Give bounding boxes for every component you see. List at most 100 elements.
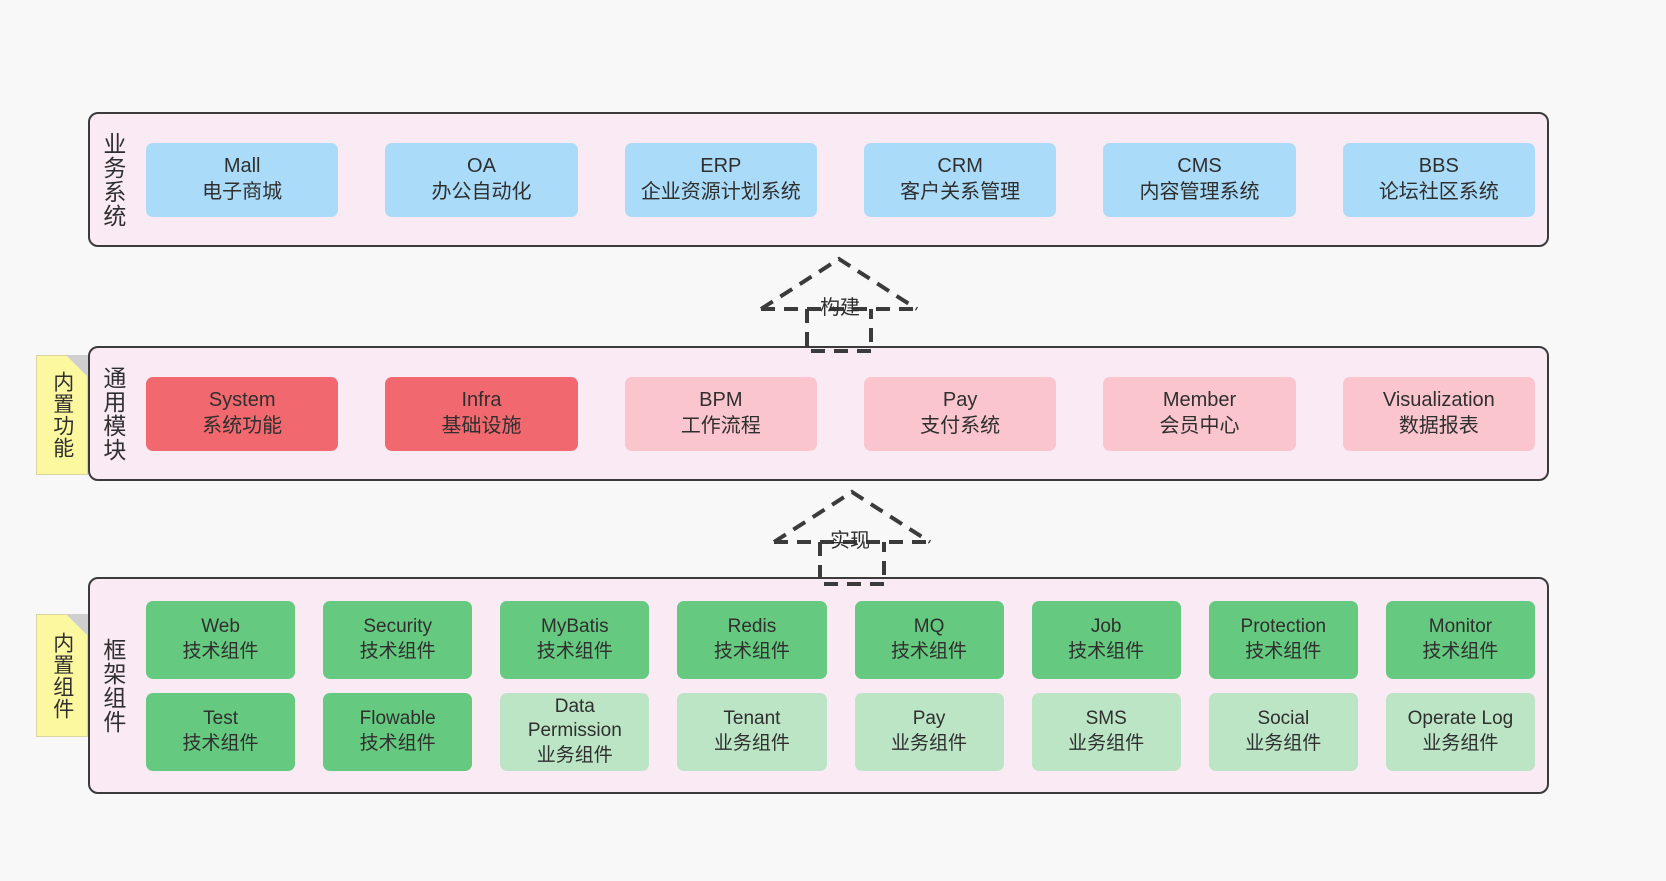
card-title: Redis <box>727 616 777 638</box>
connector-stem-build <box>805 309 873 353</box>
card-subtitle: 企业资源计划系统 <box>640 180 801 203</box>
card-title: Member <box>1162 388 1237 411</box>
note-builtin-function-text: 内置功能 <box>50 371 74 459</box>
framework-card-job[interactable]: Job 技术组件 <box>1031 600 1181 679</box>
framework-card-data-permission[interactable]: Data Permission 业务组件 <box>500 692 650 771</box>
card-title: SMS <box>1085 708 1127 730</box>
card-title: Data Permission <box>527 696 622 742</box>
card-subtitle: 技术组件 <box>182 732 259 754</box>
card-subtitle: 基础设施 <box>441 414 522 437</box>
card-subtitle: 技术组件 <box>536 640 613 662</box>
connector-stem-implement <box>818 542 886 586</box>
card-subtitle: 数据报表 <box>1398 414 1479 437</box>
framework-card-monitor[interactable]: Monitor 技术组件 <box>1385 600 1535 679</box>
card-title: OA <box>467 154 496 177</box>
card-subtitle: 业务组件 <box>1422 732 1499 754</box>
framework-card-protection[interactable]: Protection 技术组件 <box>1208 600 1358 679</box>
card-subtitle: 客户关系管理 <box>900 180 1021 203</box>
card-subtitle: 业务组件 <box>536 744 613 766</box>
card-subtitle: 论坛社区系统 <box>1378 180 1499 203</box>
module-card-infra[interactable]: Infra 基础设施 <box>385 376 578 451</box>
card-title: Tenant <box>723 708 781 730</box>
framework-card-redis[interactable]: Redis 技术组件 <box>677 600 827 679</box>
framework-card-test[interactable]: Test 技术组件 <box>146 692 296 771</box>
card-subtitle: 技术组件 <box>1245 640 1322 662</box>
connector-implement-label: 实现 <box>830 530 870 552</box>
business-card-mall[interactable]: Mall 电子商城 <box>146 142 339 217</box>
framework-card-web[interactable]: Web 技术组件 <box>146 600 296 679</box>
framework-card-tenant[interactable]: Tenant 业务组件 <box>677 692 827 771</box>
common-module-card-row: System 系统功能 Infra 基础设施 BPM 工作流程 Pay 支付系统… <box>134 376 1535 451</box>
framework-card-mq[interactable]: MQ 技术组件 <box>854 600 1004 679</box>
framework-business-row: Test 技术组件 Flowable 技术组件 Data Permission … <box>134 692 1535 771</box>
business-system-body: Mall 电子商城 OA 办公自动化 ERP 企业资源计划系统 CRM 客户关系… <box>134 114 1547 245</box>
framework-component-section: 框架组件 Web 技术组件 Security 技术组件 MyBatis 技术组件… <box>88 577 1549 794</box>
card-title: Job <box>1090 616 1122 638</box>
card-subtitle: 会员中心 <box>1159 414 1240 437</box>
card-title: Test <box>203 708 238 730</box>
card-subtitle: 技术组件 <box>713 640 790 662</box>
connector-build: 构建 <box>759 256 919 353</box>
card-title: BBS <box>1418 154 1459 177</box>
card-subtitle: 技术组件 <box>182 640 259 662</box>
card-subtitle: 系统功能 <box>202 414 283 437</box>
business-system-card-row: Mall 电子商城 OA 办公自动化 ERP 企业资源计划系统 CRM 客户关系… <box>134 142 1535 217</box>
card-title: Flowable <box>359 708 436 730</box>
business-card-oa[interactable]: OA 办公自动化 <box>385 142 578 217</box>
framework-card-mybatis[interactable]: MyBatis 技术组件 <box>500 600 650 679</box>
framework-card-security[interactable]: Security 技术组件 <box>323 600 473 679</box>
card-title: ERP <box>700 154 742 177</box>
module-card-system[interactable]: System 系统功能 <box>146 376 339 451</box>
card-subtitle: 支付系统 <box>920 414 1001 437</box>
business-system-label: 业务系统 <box>99 131 126 228</box>
card-subtitle: 技术组件 <box>359 640 436 662</box>
card-title: Infra <box>461 388 502 411</box>
card-subtitle: 工作流程 <box>680 414 761 437</box>
card-title: Monitor <box>1428 616 1493 638</box>
card-title: MyBatis <box>541 616 609 638</box>
card-title: BPM <box>699 388 743 411</box>
framework-component-body: Web 技术组件 Security 技术组件 MyBatis 技术组件 Redi… <box>134 579 1547 792</box>
card-subtitle: 技术组件 <box>1068 640 1145 662</box>
connector-implement: 实现 <box>772 489 932 586</box>
module-card-pay[interactable]: Pay 支付系统 <box>863 376 1057 451</box>
card-title: Pay <box>912 708 946 730</box>
business-card-bbs[interactable]: BBS 论坛社区系统 <box>1342 142 1535 217</box>
business-card-erp[interactable]: ERP 企业资源计划系统 <box>624 142 817 217</box>
card-title: Web <box>201 616 240 638</box>
framework-card-social[interactable]: Social 业务组件 <box>1208 692 1358 771</box>
framework-card-sms[interactable]: SMS 业务组件 <box>1031 692 1181 771</box>
card-title: CRM <box>937 154 983 177</box>
module-card-bpm[interactable]: BPM 工作流程 <box>624 376 817 451</box>
card-subtitle: 电子商城 <box>202 180 283 203</box>
card-subtitle: 业务组件 <box>1068 732 1145 754</box>
module-card-member[interactable]: Member 会员中心 <box>1103 376 1296 451</box>
common-module-label: 通用模块 <box>99 365 126 462</box>
card-subtitle: 业务组件 <box>1245 732 1322 754</box>
card-subtitle: 内容管理系统 <box>1139 180 1260 203</box>
card-title: Operate Log <box>1407 708 1514 730</box>
card-title: MQ <box>913 616 945 638</box>
framework-card-pay[interactable]: Pay 业务组件 <box>854 692 1004 771</box>
note-builtin-function: 内置功能 <box>36 355 88 475</box>
card-title: Mall <box>223 154 261 177</box>
framework-card-operate-log[interactable]: Operate Log 业务组件 <box>1385 692 1535 771</box>
connector-build-label: 构建 <box>820 297 860 319</box>
module-card-visualization[interactable]: Visualization 数据报表 <box>1342 376 1535 451</box>
card-title: Visualization <box>1382 388 1495 411</box>
business-card-cms[interactable]: CMS 内容管理系统 <box>1103 142 1296 217</box>
note-builtin-component-text: 内置组件 <box>50 631 74 720</box>
business-system-section: 业务系统 Mall 电子商城 OA 办公自动化 ERP 企业资源计划系统 CRM… <box>88 112 1549 247</box>
framework-card-flowable[interactable]: Flowable 技术组件 <box>323 692 473 771</box>
common-module-section: 通用模块 System 系统功能 Infra 基础设施 BPM 工作流程 Pay… <box>88 346 1549 481</box>
arrowhead-triangle-implement <box>772 489 932 544</box>
framework-tech-row: Web 技术组件 Security 技术组件 MyBatis 技术组件 Redi… <box>134 600 1535 679</box>
card-title: Social <box>1257 708 1310 730</box>
card-title: CMS <box>1177 154 1222 177</box>
card-title: Security <box>363 616 432 638</box>
card-subtitle: 办公自动化 <box>431 180 532 203</box>
business-card-crm[interactable]: CRM 客户关系管理 <box>863 142 1057 217</box>
card-title: System <box>208 388 276 411</box>
framework-component-label: 框架组件 <box>99 637 126 734</box>
card-subtitle: 业务组件 <box>713 732 790 754</box>
